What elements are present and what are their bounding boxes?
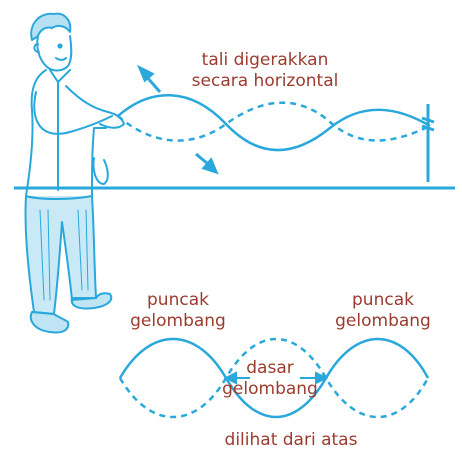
trough-markers: [223, 371, 329, 385]
boy-figure: [24, 12, 125, 334]
top-wave-dashed: [118, 337, 430, 419]
peak-left-line1: puncak: [147, 290, 209, 310]
boy-face: [36, 35, 73, 72]
trough-label: dasar gelombang: [210, 358, 330, 400]
rope-motion-line1: tali digerakkan: [201, 50, 329, 70]
boy-arm-front: [65, 85, 125, 129]
peak-left-label: puncak gelombang: [118, 290, 238, 332]
boy-pants: [24, 195, 97, 315]
rope-motion-label: tali digerakkan secara horizontal: [150, 50, 380, 92]
top-wave-solid: [118, 337, 430, 419]
peak-right-label: puncak gelombang: [318, 290, 448, 332]
boy-hand-hanging: [92, 157, 109, 185]
boy-shirt: [25, 69, 107, 200]
boy-eye: [57, 43, 63, 49]
boy-ear: [33, 43, 40, 53]
rope-solid: [117, 94, 431, 152]
rope-motion-line2: secara horizontal: [191, 71, 339, 91]
boy-collar: [49, 69, 71, 83]
boy-hair: [30, 12, 72, 41]
rope-dashed: [117, 101, 431, 142]
peak-left-line2: gelombang: [130, 311, 226, 331]
arrow-down: [195, 152, 209, 166]
post: [421, 104, 435, 182]
trough-line2: gelombang: [222, 379, 318, 399]
trough-line1: dasar: [246, 358, 294, 378]
view-caption: dilihat dari atas: [224, 430, 358, 450]
boy-shoe-right: [70, 292, 113, 310]
boy-arm-back: [33, 91, 113, 135]
peak-right-line1: puncak: [352, 290, 414, 310]
boy-shoe-left: [29, 311, 70, 334]
wave-top-view: [118, 337, 430, 419]
boy-mouth: [55, 57, 67, 61]
motion-arrows: [137, 64, 219, 175]
peak-right-line2: gelombang: [335, 311, 431, 331]
rope-wave: [117, 94, 431, 152]
